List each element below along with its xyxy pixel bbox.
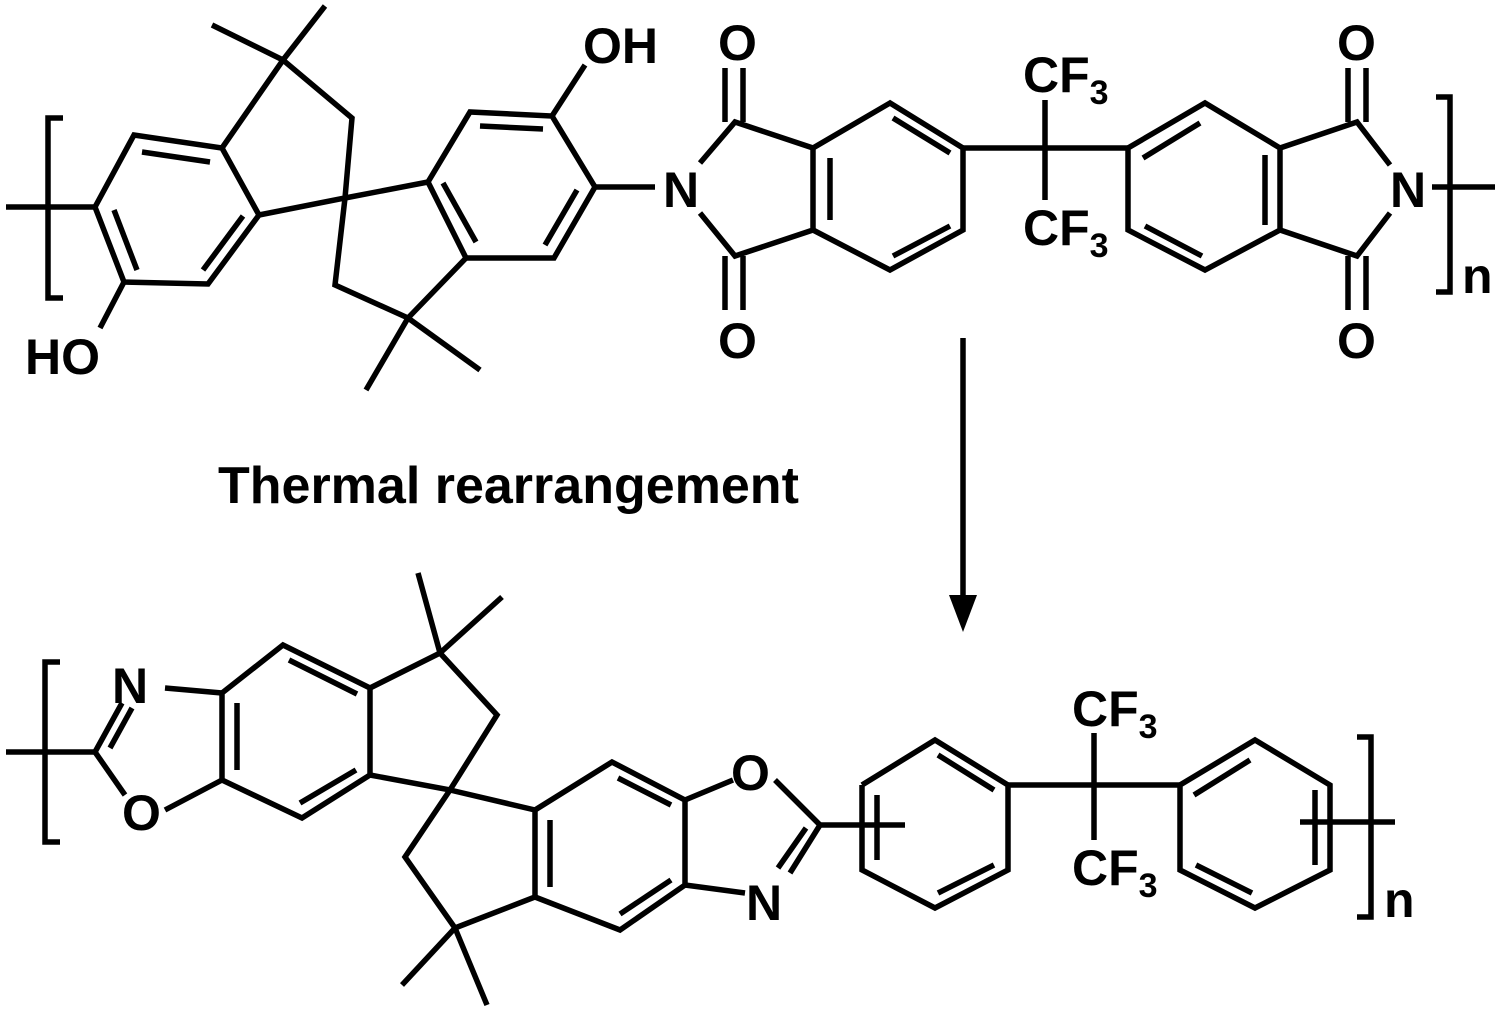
ring-c-double-3 xyxy=(891,223,952,259)
ring-f-double-2 xyxy=(616,775,673,808)
ring-g xyxy=(859,736,1011,912)
oxazole-2-c-o xyxy=(683,777,735,803)
label-n-left: N xyxy=(663,162,699,218)
label-ho: HO xyxy=(25,329,100,385)
oxazole-1-n-c xyxy=(164,685,223,696)
label-n-right: N xyxy=(1390,162,1426,218)
oxazole-2-cn-2 xyxy=(775,826,809,870)
ring-g-double-2 xyxy=(936,752,996,793)
label-oh: OH xyxy=(583,18,658,74)
label-o-2: O xyxy=(718,313,757,369)
ring-h-double-1 xyxy=(1192,757,1252,798)
ring-a-double-1 xyxy=(141,149,211,165)
label-cf3-bottom-bottom: CF3 xyxy=(1072,840,1158,905)
ring-b-double-1 xyxy=(479,123,544,132)
cyclopentane-1 xyxy=(219,55,355,218)
imide-right-bottom xyxy=(1279,211,1393,260)
cyclopentane-3 xyxy=(368,649,501,794)
methyl-1a xyxy=(210,22,285,63)
methyl-4b xyxy=(452,926,490,1007)
cyclopentane-4 xyxy=(401,787,538,932)
reaction-caption: Thermal rearrangement xyxy=(218,457,799,515)
label-n-oxazole-1: N xyxy=(112,658,148,714)
bracket-left-bottom xyxy=(42,659,60,845)
label-o-3: O xyxy=(1337,15,1376,71)
label-n-oxazole-2: N xyxy=(746,875,782,931)
ring-f xyxy=(533,758,688,934)
cyclopentane-2 xyxy=(332,178,470,322)
label-cf3-top: CF3 xyxy=(1023,47,1109,112)
bond-ho xyxy=(97,280,127,330)
oxazole-1-cn-2 xyxy=(107,706,135,750)
ring-e-double-2 xyxy=(287,657,359,697)
label-o-oxazole-2: O xyxy=(731,745,770,801)
reaction-arrow-head xyxy=(949,595,977,632)
ring-c-double-2 xyxy=(891,115,952,156)
methyl-4a xyxy=(399,926,458,987)
imide-right-top xyxy=(1279,118,1393,167)
label-o-1: O xyxy=(718,15,757,71)
ring-h xyxy=(1177,736,1333,912)
bracket-left-top xyxy=(45,115,63,301)
ring-c xyxy=(811,99,966,274)
label-o-oxazole-1: O xyxy=(122,785,161,841)
ring-e-double-3 xyxy=(298,767,358,806)
ring-d-double-1 xyxy=(1141,120,1202,161)
methyl-1b xyxy=(280,4,328,62)
label-repeat-n-bottom: n xyxy=(1384,872,1415,928)
methyl-3b xyxy=(438,594,504,656)
polybenzoxazole-structure: N O O N CF3 CF3 n xyxy=(6,572,1415,1007)
bracket-right-top xyxy=(1436,94,1453,295)
ring-b-double-2 xyxy=(542,188,580,247)
methyl-3a xyxy=(415,572,443,654)
oxazole-2-cn-1 xyxy=(787,823,823,875)
ring-d xyxy=(1125,99,1283,274)
ring-g-double-3 xyxy=(936,862,996,896)
label-repeat-n-top: n xyxy=(1462,248,1493,304)
ring-h-double-3 xyxy=(1194,862,1254,896)
label-o-4: O xyxy=(1337,313,1376,369)
ring-b xyxy=(425,109,599,261)
imide-left xyxy=(697,118,816,260)
label-cf3-top-bottom: CF3 xyxy=(1072,681,1158,746)
oxazole-1-c-o xyxy=(92,750,128,797)
label-cf3-bottom: CF3 xyxy=(1023,200,1109,265)
ring-b-double-3 xyxy=(440,181,479,244)
ring-a-double-3 xyxy=(111,209,140,271)
bracket-right-bottom xyxy=(1357,734,1374,920)
methyl-2a xyxy=(363,316,411,392)
oxazole-2-n-c xyxy=(684,882,746,896)
bond-oh xyxy=(549,63,588,118)
oxazole-1-cn-1 xyxy=(92,701,125,754)
polyimide-structure: HO OH N O O CF3 CF3 N O O n xyxy=(6,4,1495,392)
ring-f-double-3 xyxy=(618,877,673,917)
ring-e xyxy=(219,641,373,822)
ring-a-double-2 xyxy=(200,214,246,272)
ring-d-double-3 xyxy=(1143,223,1204,259)
methyl-2b xyxy=(406,315,482,373)
oxazole-2-o-c xyxy=(773,778,822,827)
oxazole-1-o-c xyxy=(163,777,224,813)
